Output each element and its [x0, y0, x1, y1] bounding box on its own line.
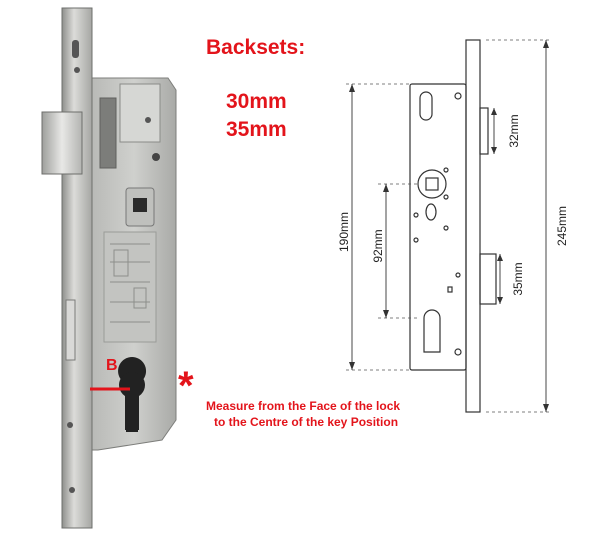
body-screw-top	[145, 117, 151, 123]
drawing-screw-bottom	[454, 348, 462, 356]
cylinder-hole-slot	[126, 390, 138, 432]
faceplate-screw-1	[74, 67, 80, 73]
dim-245: 245mm	[555, 206, 569, 246]
faceplate-slot-mid	[65, 299, 76, 361]
backset-label-b: B	[106, 357, 118, 374]
measure-note-line-1: Measure from the Face of the lock	[206, 399, 401, 413]
latch-follower	[99, 97, 117, 169]
dim-35: 35mm	[511, 262, 525, 295]
label-markings	[110, 243, 150, 323]
drawing-dot-1	[443, 167, 449, 173]
backset-option-35: 35mm	[226, 118, 287, 141]
dimension-arrows	[349, 40, 549, 412]
cylinder-hole-round	[119, 372, 145, 398]
faceplate	[61, 7, 93, 529]
drawing-spindle	[425, 177, 439, 191]
measure-note-line-2: to the Centre of the key Position	[214, 415, 399, 429]
dim-92: 92mm	[371, 229, 385, 262]
drawing-cylinder	[423, 309, 441, 353]
latch-bolt	[41, 111, 83, 175]
backsets-title: Backsets:	[206, 36, 306, 59]
extension-lines	[346, 39, 552, 413]
drawing-top-slot	[419, 91, 433, 121]
drawing-faceplate	[465, 39, 481, 413]
drawing-dot-2	[443, 194, 449, 200]
dim-190: 190mm	[337, 212, 351, 252]
drawing-dot-5	[413, 237, 419, 243]
drawing-bolt	[479, 253, 497, 305]
backset-option-30: 30mm	[226, 90, 287, 113]
drawing-dot-4	[413, 212, 419, 218]
drawing-hole	[425, 203, 437, 221]
drawing-screw-top	[454, 92, 462, 100]
asterisk-icon: *	[178, 364, 194, 408]
body-screw-mid	[152, 153, 160, 161]
drawing-small-rect	[447, 286, 453, 293]
spindle-square	[133, 198, 147, 212]
drawing-dot-3	[443, 225, 449, 231]
faceplate-screw-3	[69, 487, 75, 493]
drawing-follower-ring	[417, 169, 447, 199]
dimension-lines	[351, 40, 547, 412]
body-label-plate	[103, 231, 157, 343]
body-top-cover	[119, 83, 161, 143]
drawing-dot-6	[455, 272, 461, 278]
dim-32: 32mm	[507, 114, 521, 147]
drawing-body	[409, 83, 467, 371]
faceplate-slot-top	[72, 40, 79, 58]
faceplate-screw-2	[67, 422, 73, 428]
drawing-latch	[479, 107, 489, 155]
